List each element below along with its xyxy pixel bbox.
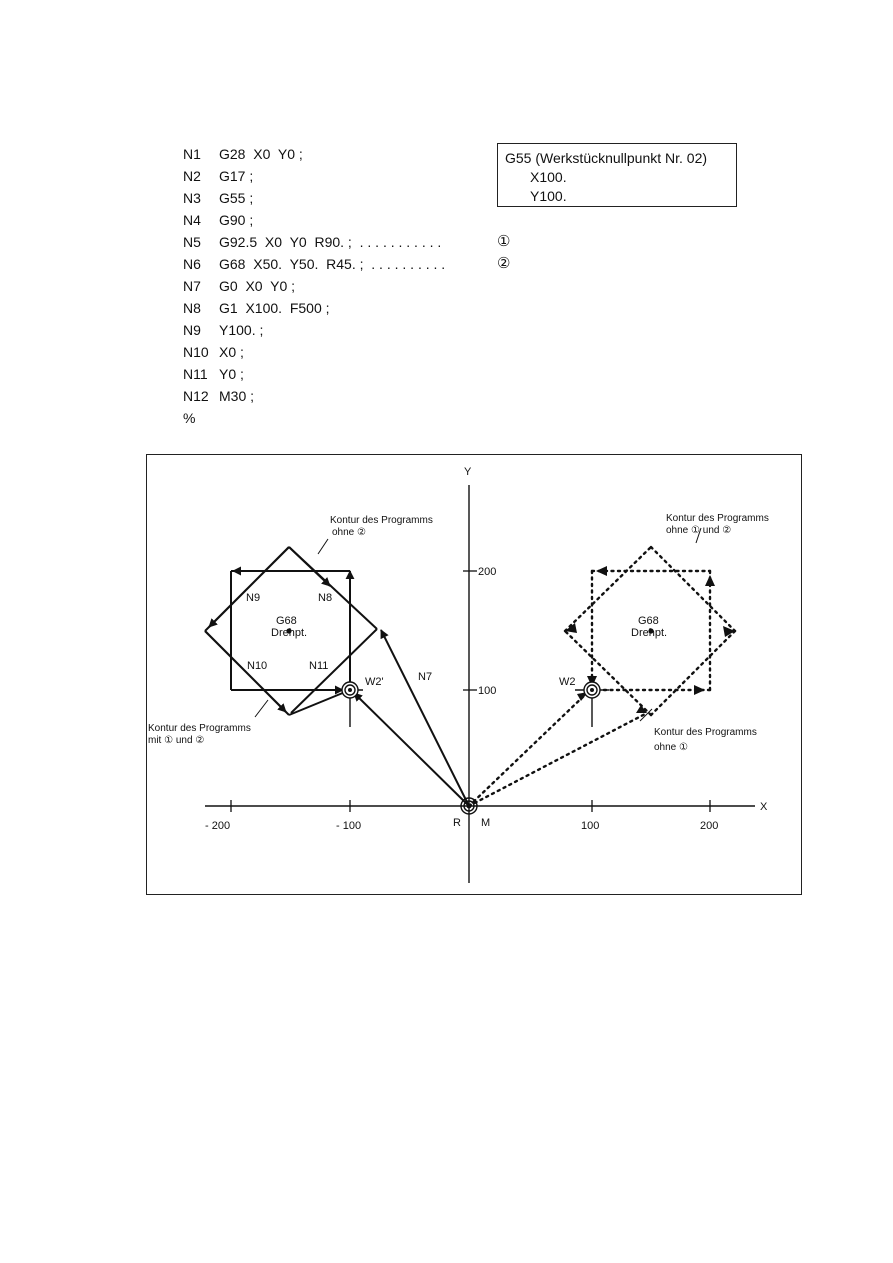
line-number: N11 xyxy=(183,366,208,382)
diamond-edge xyxy=(290,628,378,714)
line-code: X0 ; xyxy=(219,344,244,360)
line-code: G0 X0 Y0 ; xyxy=(219,278,296,294)
leader-line xyxy=(254,699,269,718)
caption-without-2-line2: ohne ② xyxy=(332,527,366,538)
line-number: N6 xyxy=(183,256,201,272)
y-tick-label: 100 xyxy=(478,685,496,697)
y-tick-label: 200 xyxy=(478,566,496,578)
coordinate-axes: - 200 - 100 100 200 200 100 X Y R M xyxy=(205,466,768,883)
arrowhead xyxy=(705,575,715,586)
x-tick-label: - 100 xyxy=(336,820,361,832)
line-number: N10 xyxy=(183,344,209,360)
leader-line xyxy=(639,708,653,722)
approach-arrow xyxy=(353,692,470,807)
caption-without-1-line2: ohne ① xyxy=(654,742,688,753)
dotted-approach xyxy=(467,711,649,808)
line-code: G17 ; xyxy=(219,168,254,184)
coordinate-rotation-diagram: - 200 - 100 100 200 200 100 X Y R M xyxy=(146,454,802,895)
y-axis-label: Y xyxy=(464,466,472,478)
line-code: G90 ; xyxy=(219,212,254,228)
x-axis-label: X xyxy=(760,801,768,813)
work-offset-box: G55 (Werkstücknullpunkt Nr. 02) X100. Y1… xyxy=(497,143,737,207)
line-code: G92.5 X0 Y0 R90. ; . . . . . . . . . . . xyxy=(219,234,442,250)
rotation-center-dot xyxy=(286,628,292,634)
line-code: G1 X100. F500 ; xyxy=(219,300,330,316)
dotted-diamond-edge xyxy=(563,629,653,717)
diamond-arrow xyxy=(204,630,287,713)
origin-m-label: M xyxy=(481,817,490,829)
n10-label: N10 xyxy=(247,660,267,672)
caption-with-1-2-line1: Kontur des Programms xyxy=(148,723,251,734)
n8-label: N8 xyxy=(318,592,332,604)
diagram-svg: - 200 - 100 100 200 200 100 X Y R M xyxy=(148,466,769,883)
dotted-approach xyxy=(467,690,590,808)
line-number: N2 xyxy=(183,168,201,184)
g68-label: G68 xyxy=(276,615,297,627)
drehpunkt-label: Drehpt. xyxy=(271,627,307,639)
line-number: N8 xyxy=(183,300,201,316)
n11-label: N11 xyxy=(309,660,328,672)
x-tick-label: 100 xyxy=(581,820,599,832)
diamond-edge xyxy=(288,689,351,716)
arrowhead xyxy=(636,705,647,713)
g68-label: G68 xyxy=(638,615,659,627)
line-number: N12 xyxy=(183,388,209,404)
n9-label: N9 xyxy=(246,592,260,604)
line-number: N5 xyxy=(183,234,201,250)
caption-with-1-2-line2: mit ① und ② xyxy=(148,735,204,746)
origin-r-label: R xyxy=(453,817,461,829)
arrowhead xyxy=(565,623,577,633)
leader-line xyxy=(695,527,702,544)
line-number: N9 xyxy=(183,322,201,338)
dotted-diamond-edge xyxy=(649,545,737,633)
right-contours xyxy=(467,545,737,808)
x-tick-label: 200 xyxy=(700,820,718,832)
line-code: G28 X0 Y0 ; xyxy=(219,146,303,162)
dotted-diamond-edge xyxy=(649,629,737,717)
caption-without-1-2-line1: Kontur des Programms xyxy=(666,513,769,524)
line-code: G68 X50. Y50. R45. ; . . . . . . . . . . xyxy=(219,256,446,272)
percent-sign: % xyxy=(183,410,196,426)
arrowhead xyxy=(596,566,607,576)
line-number: N1 xyxy=(183,146,201,162)
x-tick-label: - 200 xyxy=(205,820,230,832)
arrowhead xyxy=(694,685,705,695)
n7-label: N7 xyxy=(418,671,432,683)
diamond-arrow xyxy=(208,546,290,628)
offset-y-value: Y100. xyxy=(530,188,567,204)
arrowhead xyxy=(723,626,735,637)
w2-label: W2 xyxy=(559,676,576,688)
line-number: N4 xyxy=(183,212,201,228)
drehpunkt-label: Drehpt. xyxy=(631,627,667,639)
note-marker-2: ② xyxy=(497,255,511,272)
line-code: Y0 ; xyxy=(219,366,244,382)
line-code: M30 ; xyxy=(219,388,255,404)
line-number: N3 xyxy=(183,190,201,206)
n7-path-arrow xyxy=(380,629,470,807)
offset-x-value: X100. xyxy=(530,169,567,185)
note-marker-1: ① xyxy=(497,233,511,250)
w2p-label: W2' xyxy=(365,676,384,688)
diamond-arrow xyxy=(288,546,331,587)
caption-without-1-line1: Kontur des Programms xyxy=(654,727,757,738)
rotation-center-dot xyxy=(648,628,654,634)
line-number: N7 xyxy=(183,278,201,294)
line-code: Y100. ; xyxy=(219,322,264,338)
offset-title: G55 (Werkstücknullpunkt Nr. 02) xyxy=(505,150,708,166)
dotted-diamond-edge xyxy=(563,545,653,633)
caption-without-2-line1: Kontur des Programms xyxy=(330,515,433,526)
right-markers: G68 Drehpt. W2 Kontur des Programms ohne… xyxy=(559,513,769,753)
line-code: G55 ; xyxy=(219,190,254,206)
leader-line xyxy=(317,538,329,555)
left-contours: G68 Drehpt. N9 N8 N10 N11 N7 W2' Kontur … xyxy=(148,515,470,807)
caption-without-1-2-line2: ohne ① und ② xyxy=(666,525,731,536)
